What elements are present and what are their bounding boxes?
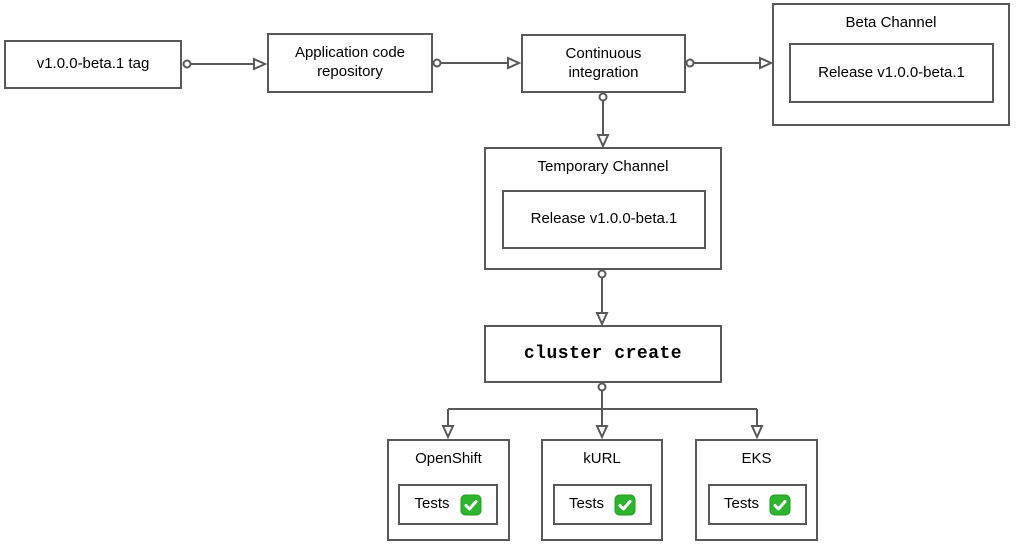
node-application-code-repository-label: Application code repository bbox=[294, 44, 406, 80]
node-eks: EKS Tests bbox=[695, 439, 818, 541]
node-kurl-tests: Tests bbox=[553, 484, 652, 525]
node-continuous-integration-label: Continuous integration bbox=[565, 44, 642, 81]
node-beta-channel-release: Release v1.0.0-beta.1 bbox=[789, 43, 994, 103]
check-mark-button-icon bbox=[769, 494, 791, 515]
connector-ci-to-beta-channel bbox=[685, 56, 774, 70]
connector-ci-to-temporary-channel bbox=[596, 92, 610, 149]
node-openshift: OpenShift Tests bbox=[387, 439, 510, 541]
connector-temporary-channel-to-cluster-create bbox=[595, 269, 609, 327]
node-temporary-channel-release-label: Release v1.0.0-beta.1 bbox=[530, 210, 678, 228]
node-beta-channel-release-label: Release v1.0.0-beta.1 bbox=[818, 63, 965, 81]
node-continuous-integration: Continuous integration bbox=[521, 34, 686, 93]
node-version-tag: v1.0.0-beta.1 tag bbox=[4, 40, 182, 89]
node-cluster-create: cluster create bbox=[484, 325, 722, 383]
node-eks-tests: Tests bbox=[708, 484, 807, 525]
node-cluster-create-label: cluster create bbox=[523, 344, 683, 364]
check-mark-button-icon bbox=[614, 494, 636, 515]
node-temporary-channel: Temporary Channel Release v1.0.0-beta.1 bbox=[484, 147, 722, 270]
connector-cluster-create-to-platforms bbox=[441, 382, 764, 440]
node-version-tag-label: v1.0.0-beta.1 tag bbox=[36, 55, 150, 73]
node-eks-title: EKS bbox=[741, 450, 772, 467]
node-eks-tests-label: Tests bbox=[723, 495, 759, 513]
node-kurl-title: kURL bbox=[583, 450, 621, 467]
check-mark-button-icon bbox=[460, 494, 481, 515]
connector-repo-to-ci bbox=[432, 56, 522, 70]
node-openshift-title: OpenShift bbox=[415, 450, 482, 467]
node-application-code-repository: Application code repository bbox=[267, 33, 433, 93]
node-kurl-tests-label: Tests bbox=[568, 495, 604, 513]
node-beta-channel-title: Beta Channel bbox=[845, 14, 937, 31]
node-openshift-tests-label: Tests bbox=[414, 495, 450, 513]
node-openshift-tests: Tests bbox=[398, 484, 498, 525]
node-kurl: kURL Tests bbox=[541, 439, 663, 541]
node-beta-channel: Beta Channel Release v1.0.0-beta.1 bbox=[772, 3, 1010, 126]
node-temporary-channel-title: Temporary Channel bbox=[537, 158, 669, 175]
connector-tag-to-repo bbox=[182, 57, 268, 71]
node-temporary-channel-release: Release v1.0.0-beta.1 bbox=[502, 190, 706, 249]
